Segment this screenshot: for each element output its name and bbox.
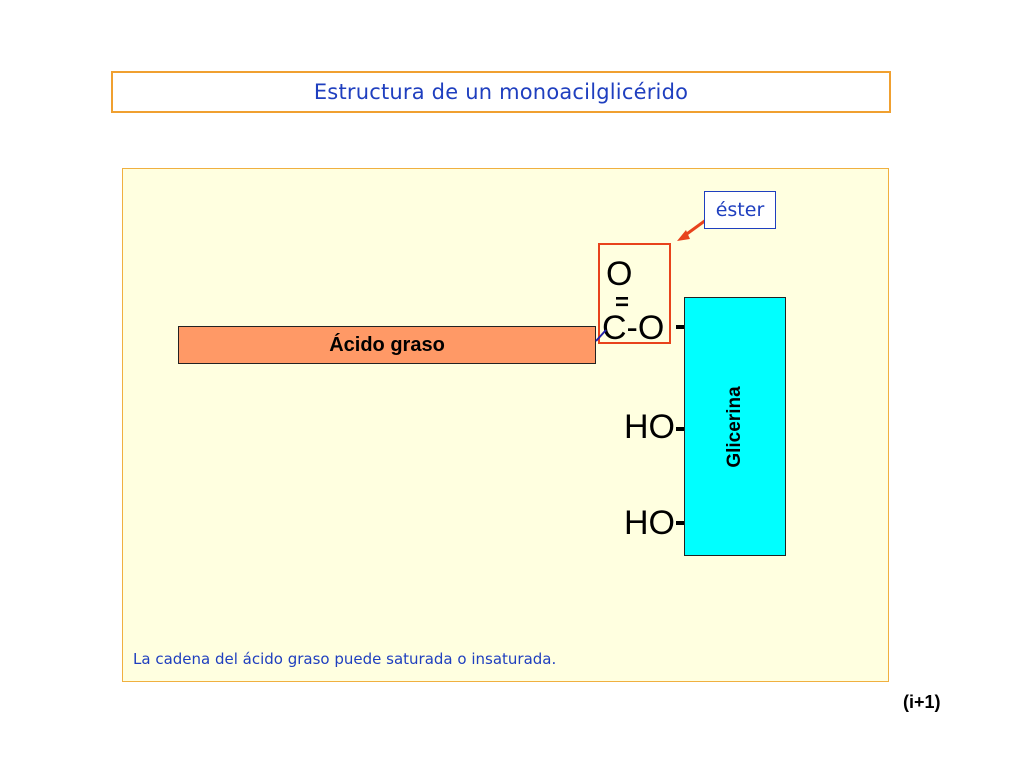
fatty-acid-label: Ácido graso <box>329 333 445 356</box>
bond-ester-glycerin <box>676 325 684 329</box>
slide-title: Estructura de un monoacilglicérido <box>313 80 689 104</box>
double-bond: = <box>615 289 630 316</box>
glycerin-label: Glicerina <box>724 385 745 468</box>
hydroxyl-group-2: HO <box>624 504 675 542</box>
ester-group-highlight <box>598 243 671 344</box>
ester-label: éster <box>715 199 765 221</box>
slide-number: (i+1) <box>903 692 941 712</box>
title-box: Estructura de un monoacilglicérido <box>111 71 891 113</box>
glycerin-block: Glicerina <box>684 297 786 556</box>
ester-label-box: éster <box>704 191 776 229</box>
ester-linkage: C-O <box>602 309 665 347</box>
hydroxyl-group-1: HO <box>624 408 675 446</box>
fatty-acid-block: Ácido graso <box>178 326 596 364</box>
bond-hydroxyl-2 <box>676 521 684 525</box>
bond-hydroxyl-1 <box>676 427 684 431</box>
footnote: La cadena del ácido graso puede saturada… <box>133 650 557 668</box>
carbonyl-oxygen: O <box>606 255 633 293</box>
